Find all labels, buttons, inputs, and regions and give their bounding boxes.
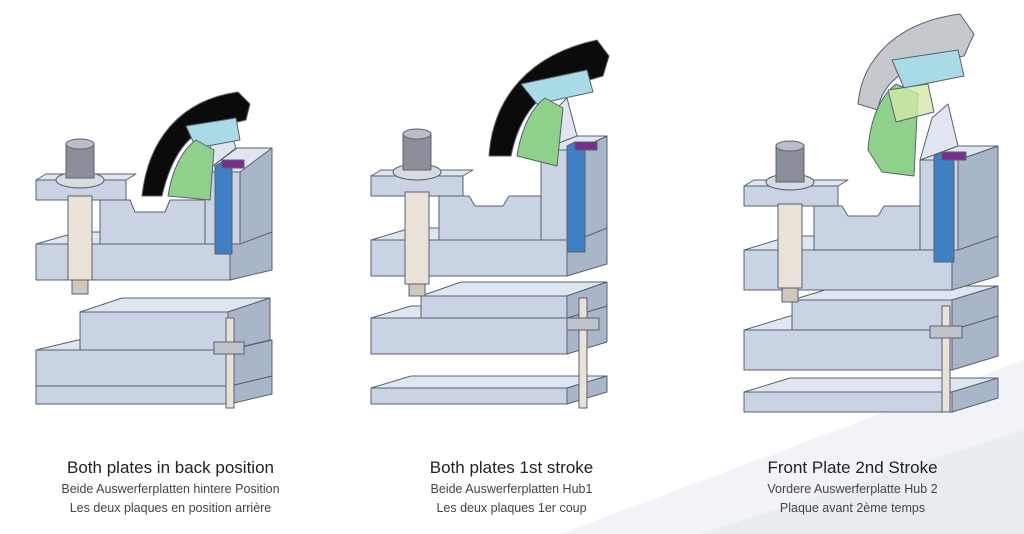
caption-first-stroke: Both plates 1st stroke Beide Auswerferpl… xyxy=(341,456,682,518)
caption-second-stroke: Front Plate 2nd Stroke Vordere Auswerfer… xyxy=(682,456,1023,518)
panel-subtitle-french: Plaque avant 2ème temps xyxy=(779,501,926,515)
panel-title: Both plates 1st stroke xyxy=(429,458,594,477)
caption-back-position: Both plates in back position Beide Auswe… xyxy=(0,456,341,518)
panel-title: Both plates in back position xyxy=(67,458,274,477)
panel-first-stroke: Both plates 1st stroke Beide Auswerferpl… xyxy=(341,0,682,534)
ejector-diagram-first-stroke xyxy=(370,39,610,409)
panel-subtitle-german: Beide Auswerferplatten hintere Position xyxy=(61,482,280,496)
panel-subtitle-german: Vordere Auswerferplatte Hub 2 xyxy=(767,482,938,496)
panel-title: Front Plate 2nd Stroke xyxy=(767,458,938,477)
panel-subtitle-german: Beide Auswerferplatten Hub1 xyxy=(430,482,593,496)
panel-subtitle-french: Les deux plaques en position arrière xyxy=(69,501,272,515)
ejector-diagram-second-stroke xyxy=(743,13,999,413)
panel-subtitle-french: Les deux plaques 1er coup xyxy=(436,501,587,515)
panel-back-position: Both plates in back position Beide Auswe… xyxy=(0,0,341,534)
ejector-diagram-back-position xyxy=(35,91,273,409)
panel-second-stroke: Front Plate 2nd Stroke Vordere Auswerfer… xyxy=(682,0,1023,534)
